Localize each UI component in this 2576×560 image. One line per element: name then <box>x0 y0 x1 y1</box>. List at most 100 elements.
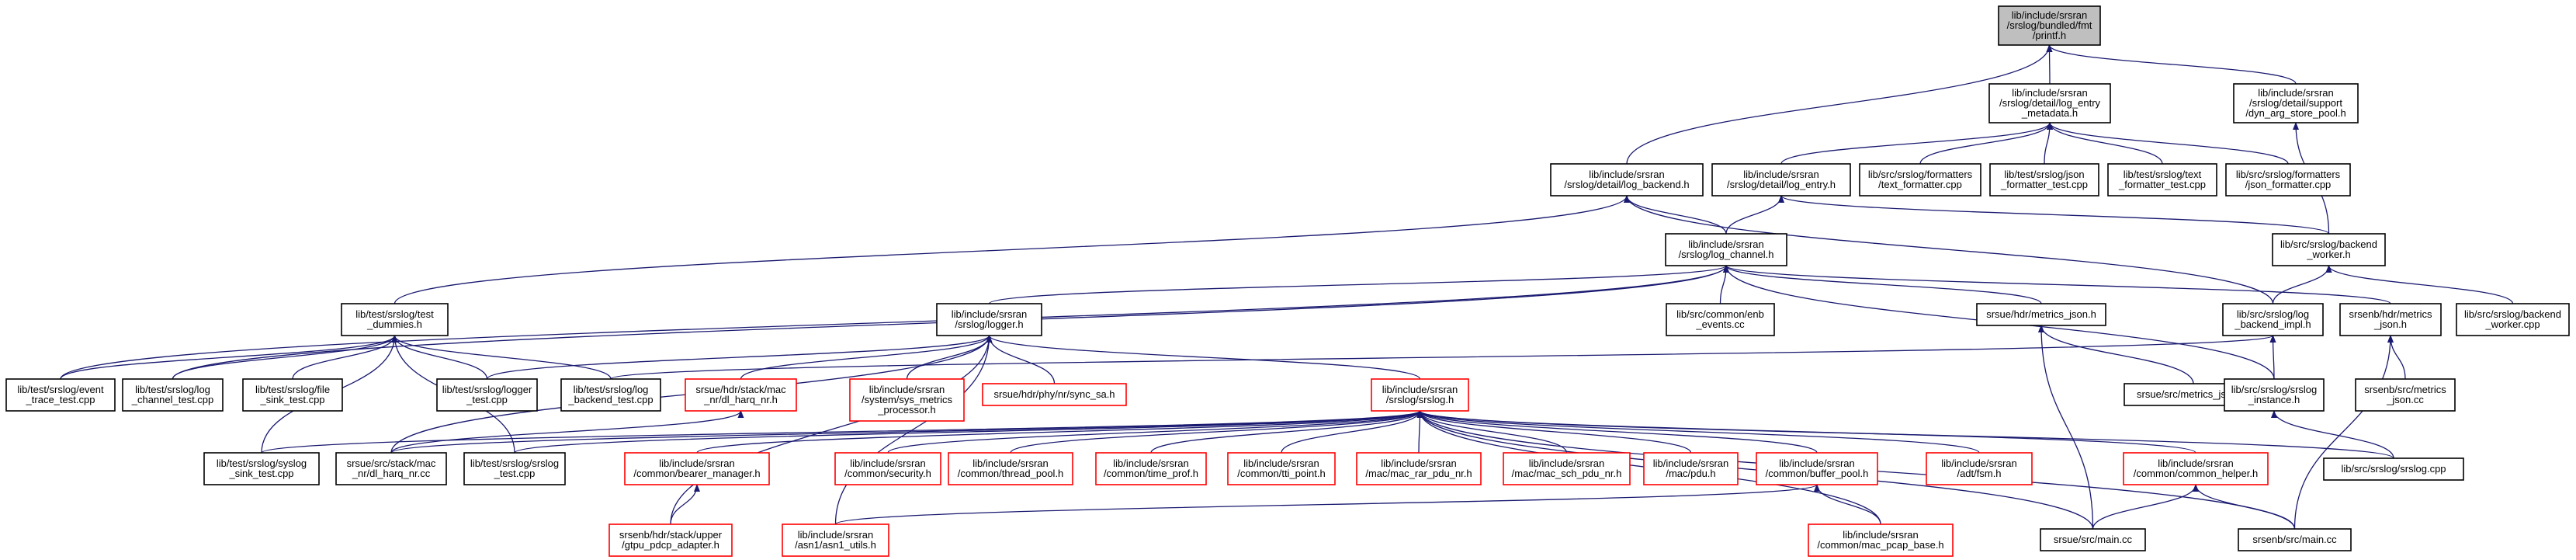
node-syslog_sink_test[interactable]: lib/test/srslog/syslog_sink_test.cpp <box>203 452 320 485</box>
node-label-line: _worker.cpp <box>2484 318 2540 330</box>
node-json_formatter[interactable]: lib/src/srslog/formatters/json_formatter… <box>2225 163 2351 197</box>
node-dyn_arg_store_pool[interactable]: lib/include/srsran/srslog/detail/support… <box>2233 83 2359 123</box>
node-test_dummies[interactable]: lib/test/srslog/test_dummies.h <box>341 303 449 336</box>
node-log_entry_h[interactable]: lib/include/srsran/srslog/detail/log_ent… <box>1711 163 1851 197</box>
edge-log_backend_test-to-test_dummies <box>391 335 612 380</box>
node-metrics_json_enb_h[interactable]: srsenb/hdr/metrics_json.h <box>2339 303 2442 336</box>
edge-sync_sa-to-logger_h <box>986 335 1056 384</box>
node-asn1_utils[interactable]: lib/include/srsran/asn1/asn1_utils.h <box>782 523 889 557</box>
edge-line <box>670 335 993 525</box>
node-label-line: _channel_test.cpp <box>131 394 214 405</box>
edge-line <box>696 410 1423 454</box>
node-bearer_manager[interactable]: lib/include/srsran/common/bearer_manager… <box>624 452 770 485</box>
node-mac_pcap_base[interactable]: lib/include/srsran/common/mac_pcap_base.… <box>1808 523 1954 557</box>
node-logger_test[interactable]: lib/test/srslog/logger_test.cpp <box>436 378 538 412</box>
node-log_entry_metadata[interactable]: lib/include/srsran/srslog/detail/log_ent… <box>1988 83 2111 123</box>
edge-logger_test-to-logger_h <box>486 335 993 380</box>
edge-line <box>2047 122 2289 165</box>
edge-line <box>1281 410 1423 454</box>
node-label-line: _test.cpp <box>466 394 508 405</box>
edge-line <box>887 410 1423 454</box>
node-label-line: lib/test/srslog/srslog <box>470 457 559 469</box>
node-backend_worker_h[interactable]: lib/src/srslog/backend_worker.h <box>2272 233 2386 266</box>
node-sync_sa[interactable]: srsue/hdr/phy/nr/sync_sa.h <box>982 383 1127 406</box>
edge-line <box>834 335 993 525</box>
edge-mac_pcap_base-to-buffer_pool <box>1814 484 1881 525</box>
node-label-line: lib/include/srsran <box>2012 9 2088 21</box>
edge-srsenb_main-to-metrics_json_enb_h <box>2293 335 2394 530</box>
node-log_channel_test[interactable]: lib/test/srslog/log_channel_test.cpp <box>122 378 224 412</box>
edge-line <box>172 335 398 380</box>
node-log_channel_h[interactable]: lib/include/srsran/srslog/log_channel.h <box>1665 233 1787 266</box>
node-mac_sch_pdu_nr[interactable]: lib/include/srsran/mac/mac_sch_pdu_nr.h <box>1503 452 1631 485</box>
node-label-line: lib/test/srslog/text <box>2124 169 2202 180</box>
node-backend_worker_cpp[interactable]: lib/src/srslog/backend_worker.cpp <box>2456 303 2570 336</box>
node-log_backend_test[interactable]: lib/test/srslog/log_backend_test.cpp <box>560 378 661 412</box>
node-box <box>203 452 320 485</box>
node-text_formatter[interactable]: lib/src/srslog/formatters/text_formatter… <box>1859 163 1981 197</box>
node-common_helper[interactable]: lib/include/srsran/common/common_helper.… <box>2123 452 2269 485</box>
node-srslog_instance[interactable]: lib/src/srslog/srslog_instance.h <box>2224 378 2325 412</box>
edge-line <box>514 410 1423 454</box>
node-gtpu_pdcp_adapter[interactable]: srsenb/hdr/stack/upper/gtpu_pdcp_adapter… <box>608 523 733 557</box>
node-label-line: lib/include/srsran <box>1382 384 1458 395</box>
edge-line <box>1626 44 2053 165</box>
node-label-line: lib/include/srsran <box>2012 87 2088 99</box>
node-label-line: srsue/hdr/stack/mac <box>695 384 786 395</box>
node-label-line: lib/include/srsran <box>1941 457 2017 469</box>
node-text_formatter_test[interactable]: lib/test/srslog/text_formatter_test.cpp <box>2107 163 2217 197</box>
node-pdu_h[interactable]: lib/include/srsran/mac/pdu.h <box>1643 452 1739 485</box>
node-label-line: _backend_test.cpp <box>567 394 653 405</box>
node-dl_harq_nr_cc[interactable]: srsue/src/stack/mac_nr/dl_harq_nr.cc <box>335 452 447 485</box>
node-srsue_main[interactable]: srsue/src/main.cc <box>2040 528 2146 551</box>
node-srsenb_main[interactable]: srsenb/src/main.cc <box>2238 528 2352 551</box>
node-srslog_test[interactable]: lib/test/srslog/srslog_test.cpp <box>463 452 566 485</box>
node-box <box>685 378 797 412</box>
node-box <box>624 452 770 485</box>
node-sys_metrics[interactable]: lib/include/srsran/system/sys_metrics_pr… <box>849 378 965 422</box>
node-json_formatter_test[interactable]: lib/test/srslog/json_formatter_test.cpp <box>1989 163 2099 197</box>
node-logger_h[interactable]: lib/include/srsran/srslog/logger.h <box>936 303 1042 336</box>
edge-line <box>2038 325 2194 384</box>
node-enb_events[interactable]: lib/src/common/enb_events.cc <box>1666 303 1775 336</box>
edge-metrics_json_enb_h-to-log_channel_h <box>1723 265 2391 304</box>
node-dl_harq_nr_h[interactable]: srsue/hdr/stack/mac_nr/dl_harq_nr.h <box>685 378 797 412</box>
edge-line <box>1814 484 1881 525</box>
node-metrics_json_enb_cc[interactable]: srsenb/src/metrics_json.cc <box>2355 378 2456 412</box>
node-event_trace_test[interactable]: lib/test/srslog/event_trace_test.cpp <box>5 378 116 412</box>
edge-line <box>2271 410 2394 459</box>
node-time_prof[interactable]: lib/include/srsran/common/time_prof.h <box>1095 452 1207 485</box>
node-fsm_h[interactable]: lib/include/srsran/adt/fsm.h <box>1926 452 2033 485</box>
node-label-line: lib/src/srslog/log <box>2237 308 2309 320</box>
node-box <box>1998 5 2101 46</box>
node-mac_rar_pdu_nr[interactable]: lib/include/srsran/mac/mac_rar_pdu_nr.h <box>1356 452 1482 485</box>
node-box <box>2123 452 2269 485</box>
node-label-line: /common/tti_point.h <box>1237 468 1325 479</box>
node-srslog_cpp[interactable]: lib/src/srslog/srslog.cpp <box>2323 457 2464 481</box>
node-label-line: /gtpu_pdcp_adapter.h <box>622 539 719 551</box>
node-buffer_pool[interactable]: lib/include/srsran/common/buffer_pool.h <box>1756 452 1878 485</box>
node-security_h[interactable]: lib/include/srsran/common/security.h <box>834 452 941 485</box>
node-box <box>122 378 224 412</box>
node-srslog_h[interactable]: lib/include/srsran/srslog/srslog.h <box>1371 378 1469 412</box>
node-label-line: srsenb/hdr/stack/upper <box>619 529 723 541</box>
edge-log_backend_test-to-log_backend_impl <box>610 335 2276 380</box>
node-label-line: /common/time_prof.h <box>1104 468 1198 479</box>
edge-security_h-to-srslog_h <box>887 410 1423 454</box>
node-thread_pool[interactable]: lib/include/srsran/common/thread_pool.h <box>948 452 1073 485</box>
node-label-line: lib/test/srslog/log <box>574 384 649 395</box>
node-log_backend_impl[interactable]: lib/src/srslog/log_backend_impl.h <box>2222 303 2324 336</box>
edge-line <box>988 265 1729 304</box>
node-tti_point[interactable]: lib/include/srsran/common/tti_point.h <box>1227 452 1336 485</box>
node-box <box>2225 163 2351 197</box>
edge-gtpu_pdcp_adapter-to-bearer_manager <box>670 484 700 525</box>
edge-syslog_sink_test-to-srslog_h <box>261 410 1423 454</box>
node-file_sink_test[interactable]: lib/test/srslog/file_sink_test.cpp <box>242 378 343 412</box>
edge-layer <box>60 44 2514 530</box>
edge-test_dummies-to-log_backend_h <box>394 195 1630 304</box>
node-label-line: _instance.h <box>2248 394 2300 405</box>
node-metrics_json_ue_h[interactable]: srsue/hdr/metrics_json.h <box>1976 303 2106 326</box>
edge-line <box>261 410 1423 454</box>
node-log_backend_h[interactable]: lib/include/srsran/srslog/detail/log_bac… <box>1550 163 1704 197</box>
